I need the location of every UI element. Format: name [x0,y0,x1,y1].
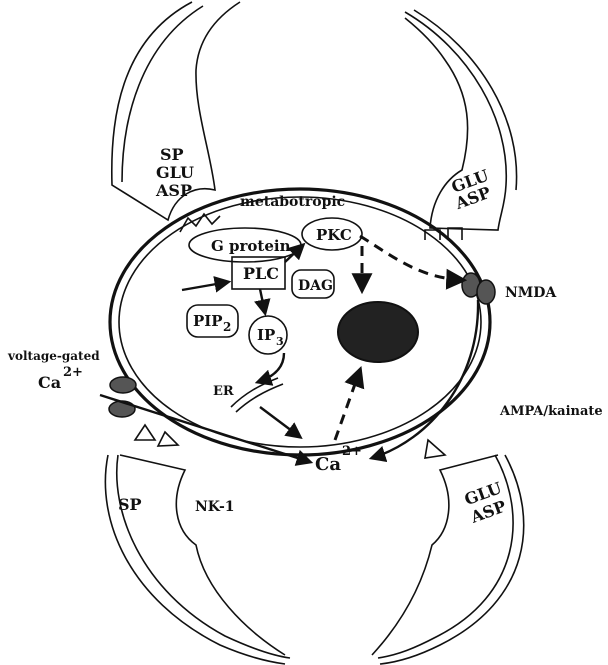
label-er: ER [213,384,234,399]
label-voltage-gated: voltage-gated [7,349,100,363]
label-ip3: IP [257,326,275,344]
nmda-channel [462,273,495,304]
label-metabotropic: metabotropic [240,194,345,210]
label-ip3-subscript: 3 [276,335,284,348]
label-nk1: NK-1 [195,499,235,515]
label-pkc: PKC [316,226,352,244]
label-ca-center-superscript: 2+ [342,444,362,459]
nucleus [338,302,418,362]
label-sp-bottom: SP [118,495,142,514]
label-pip2-subscript: 2 [223,320,231,334]
endoplasmic-reticulum [231,378,283,412]
label-ca-center: Ca [315,454,341,475]
signal-arrows [100,245,478,462]
label-ampa-kainate: AMPA/kainate [499,404,603,419]
label-ca-left-superscript: 2+ [63,365,83,380]
postsynaptic-cell [110,189,490,455]
label-ca-left: Ca [38,373,61,392]
ampa-kainate-receptor [425,440,445,458]
label-dag: DAG [298,278,333,294]
label-pip2: PIP [193,312,223,330]
label-nmda: NMDA [505,285,557,301]
nk1-receptor [135,425,178,446]
label-g-protein: G protein [211,237,291,255]
label-asp-top-left: ASP [155,181,192,200]
label-glu-top-left: GLU [156,163,194,182]
label-sp-top: SP [160,145,184,164]
voltage-gated-ca-channel [109,377,136,417]
presynaptic-terminal-bottom-right [372,455,524,664]
presynaptic-terminal-bottom-left [105,455,290,664]
label-plc: PLC [243,264,279,283]
